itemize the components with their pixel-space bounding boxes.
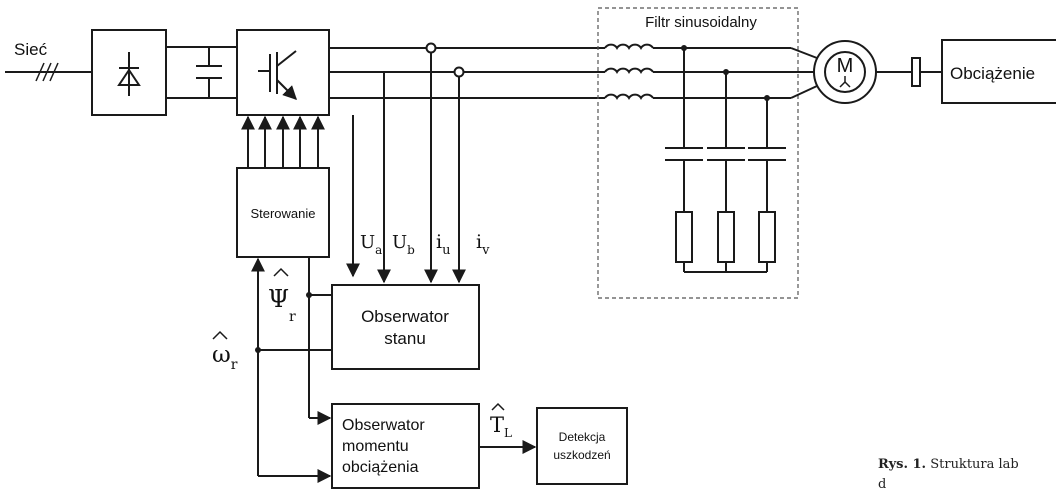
state-observer-label-1: Obserwator — [361, 307, 449, 326]
inverter-block — [236, 29, 330, 116]
grid-input: Sieć — [5, 40, 92, 82]
fault-detection-box — [536, 407, 628, 485]
hat-icon — [273, 267, 289, 277]
coupling — [876, 57, 942, 87]
svg-text:Ua: Ua — [360, 232, 382, 257]
capacitor-icon — [665, 48, 786, 161]
ua-label: U — [360, 232, 375, 253]
inductor-icon — [604, 43, 654, 100]
control-block: Sterowanie — [236, 115, 330, 258]
speed-feedback: ωr — [212, 257, 332, 483]
capacitor-icon — [196, 47, 222, 98]
coupling-icon — [911, 57, 921, 87]
igbt-icon — [258, 50, 297, 100]
fault-detection-block: Detekcja uszkodzeń — [536, 407, 628, 485]
motor-inner-circle — [824, 51, 866, 93]
load-observer-label-2: momentu — [342, 438, 409, 455]
current-sensor-u-icon — [425, 42, 437, 54]
rectifier-block — [91, 29, 167, 116]
omega-subscript: r — [231, 357, 238, 373]
svg-text:TL: TL — [490, 413, 512, 440]
phase-tick — [49, 62, 59, 82]
phase-tick — [35, 62, 45, 82]
sine-filter: Filtr sinusoidalny — [597, 7, 799, 299]
torque-subscript: L — [504, 426, 512, 440]
figure-caption-text: Struktura lab — [930, 457, 1019, 472]
diode-icon — [117, 52, 141, 96]
iv-subscript: v — [481, 243, 490, 258]
fault-detection-label-1: Detekcja — [559, 430, 606, 444]
load-observer-block: Obserwator momentu obciążenia — [331, 403, 480, 489]
svg-text:Ub: Ub — [392, 232, 415, 257]
state-observer-box — [331, 284, 480, 370]
dc-link — [166, 46, 237, 99]
svg-text:iv: iv — [476, 231, 490, 258]
star-connection-icon — [839, 76, 851, 88]
svg-text:Ψr: Ψr — [268, 285, 296, 325]
omega-label: ω — [212, 342, 231, 368]
control-box — [236, 167, 330, 258]
motor: M — [813, 40, 877, 104]
current-sensor-v-icon — [453, 66, 465, 78]
figure-caption: Rys. 1. Struktura lab d — [878, 455, 1056, 490]
state-observer-block: Obserwator stanu — [331, 284, 480, 370]
sine-filter-frame — [597, 7, 799, 299]
iu-subscript: u — [442, 243, 450, 258]
torque-output: TL — [479, 402, 537, 454]
load-observer-label-1: Obserwator — [342, 417, 425, 434]
load-label: Obciążenie — [950, 64, 1035, 83]
iu-label: i — [436, 231, 442, 253]
psi-subscript: r — [289, 309, 296, 325]
svg-text:iu: iu — [436, 231, 450, 258]
inverter-box — [236, 29, 330, 116]
figure-number: Rys. 1. — [878, 457, 927, 472]
psi-label: Ψ — [268, 285, 289, 313]
motor-label: M — [837, 55, 854, 77]
figure-caption-text-2: d — [878, 477, 887, 490]
motor-feed — [790, 47, 818, 99]
iv-label: i — [476, 231, 482, 253]
load-block: Obciążenie — [941, 39, 1056, 104]
flux-feedback: Ψr — [268, 257, 332, 425]
phase-tick — [42, 62, 52, 82]
resistor-icon — [675, 160, 776, 273]
sine-filter-label: Filtr sinusoidalny — [645, 14, 757, 31]
control-label: Sterowanie — [250, 206, 315, 221]
torque-label: T — [490, 413, 504, 437]
load-observer-box — [331, 403, 480, 489]
hat-icon — [491, 402, 505, 411]
load-observer-label-3: obciążenia — [342, 459, 419, 476]
ub-subscript: b — [407, 243, 415, 257]
ua-subscript: a — [375, 243, 382, 257]
signal-labels: Ua Ub iu iv — [360, 231, 490, 258]
ub-label: U — [392, 232, 407, 253]
measurement-lines — [329, 53, 466, 284]
svg-text:ωr: ωr — [212, 342, 238, 373]
state-observer-label-2: stanu — [384, 329, 426, 348]
phase-lines — [329, 42, 605, 99]
hat-icon — [212, 330, 228, 340]
fault-detection-label-2: uszkodzeń — [553, 448, 610, 462]
grid-label: Sieć — [14, 40, 48, 59]
load-box — [941, 39, 1056, 104]
